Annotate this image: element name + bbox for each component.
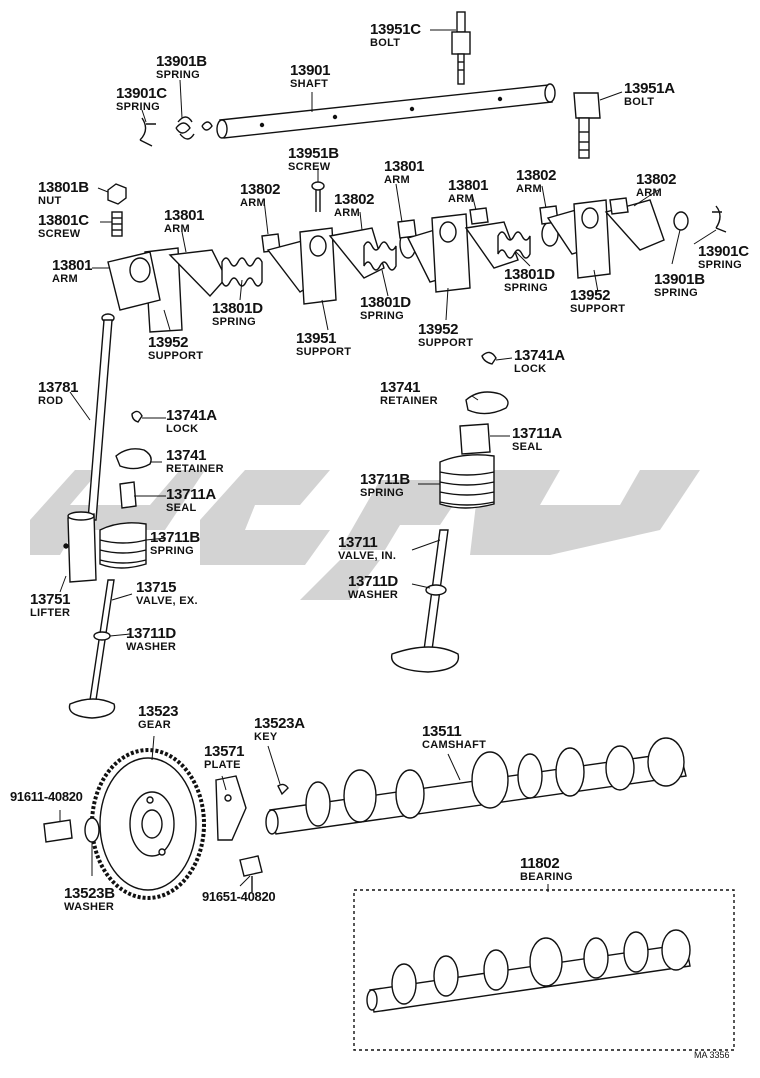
bolt-13951c	[451, 11, 471, 85]
intake-valve-train	[390, 351, 509, 673]
drawing-lines	[43, 11, 735, 1051]
camshaft	[265, 737, 687, 835]
timing-gear	[43, 748, 206, 900]
bearing-box	[353, 889, 735, 1051]
label-91611-40820: 91611-40820	[10, 789, 83, 804]
watermark-logo	[30, 470, 700, 600]
bolt-13951a	[573, 92, 601, 159]
label-91651-40820: 91651-40820	[202, 889, 276, 904]
rocker-shaft	[216, 83, 556, 139]
thrust-plate	[215, 775, 289, 892]
shaft-spring-left	[139, 116, 213, 147]
nut-screw-13801	[107, 183, 127, 237]
pushrod-lifter	[63, 313, 115, 583]
rocker-arm-assembly	[107, 197, 727, 333]
screw-13951b	[311, 181, 325, 212]
leader-lines	[59, 29, 717, 892]
exhaust-valve-train	[68, 410, 152, 719]
reference-code: MA 3356	[694, 1050, 730, 1060]
